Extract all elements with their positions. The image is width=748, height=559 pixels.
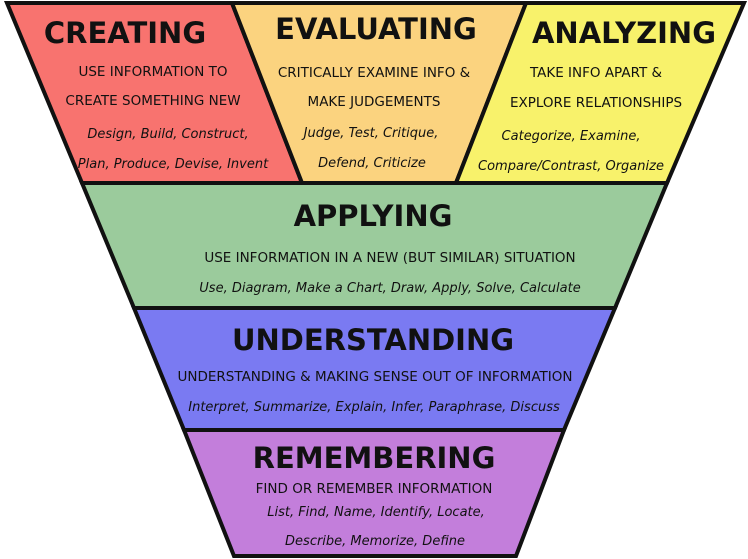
analyzing-desc-line-2: EXPLORE RELATIONSHIPS [510, 95, 682, 111]
analyzing-title: ANALYZING [532, 16, 716, 50]
remembering-examples-line-2: Describe, Memorize, Define [285, 534, 465, 549]
analyzing-desc-line-1: TAKE INFO APART & [529, 65, 663, 81]
creating-title: CREATING [44, 16, 206, 50]
analyzing-examples-line-1: Categorize, Examine, [502, 129, 641, 144]
remembering-title: REMEMBERING [253, 441, 496, 475]
understanding-examples: Interpret, Summarize, Explain, Infer, Pa… [188, 400, 560, 415]
evaluating-examples-line-1: Judge, Test, Critique, [301, 126, 439, 141]
remembering-examples-line-1: List, Find, Name, Identify, Locate, [267, 505, 485, 520]
applying-examples: Use, Diagram, Make a Chart, Draw, Apply,… [199, 281, 580, 296]
remembering-desc: FIND OR REMEMBER INFORMATION [256, 481, 493, 497]
applying-desc: USE INFORMATION IN A NEW (BUT SIMILAR) S… [204, 250, 575, 266]
creating-desc-line-2: CREATE SOMETHING NEW [65, 93, 240, 109]
evaluating-examples-line-2: Defend, Criticize [318, 156, 426, 171]
creating-desc-line-1: USE INFORMATION TO [78, 64, 227, 80]
creating-examples-line-2: Plan, Produce, Devise, Invent [78, 157, 269, 172]
understanding-desc: UNDERSTANDING & MAKING SENSE OUT OF INFO… [178, 369, 573, 385]
remembering-section [181, 428, 567, 558]
evaluating-title: EVALUATING [275, 12, 477, 46]
creating-examples-line-1: Design, Build, Construct, [87, 127, 248, 142]
analyzing-examples-line-2: Compare/Contrast, Organize [478, 159, 664, 174]
evaluating-desc-line-1: CRITICALLY EXAMINE INFO & [278, 65, 471, 81]
applying-title: APPLYING [294, 199, 453, 233]
understanding-title: UNDERSTANDING [232, 323, 514, 357]
evaluating-desc-line-2: MAKE JUDGEMENTS [308, 94, 441, 110]
